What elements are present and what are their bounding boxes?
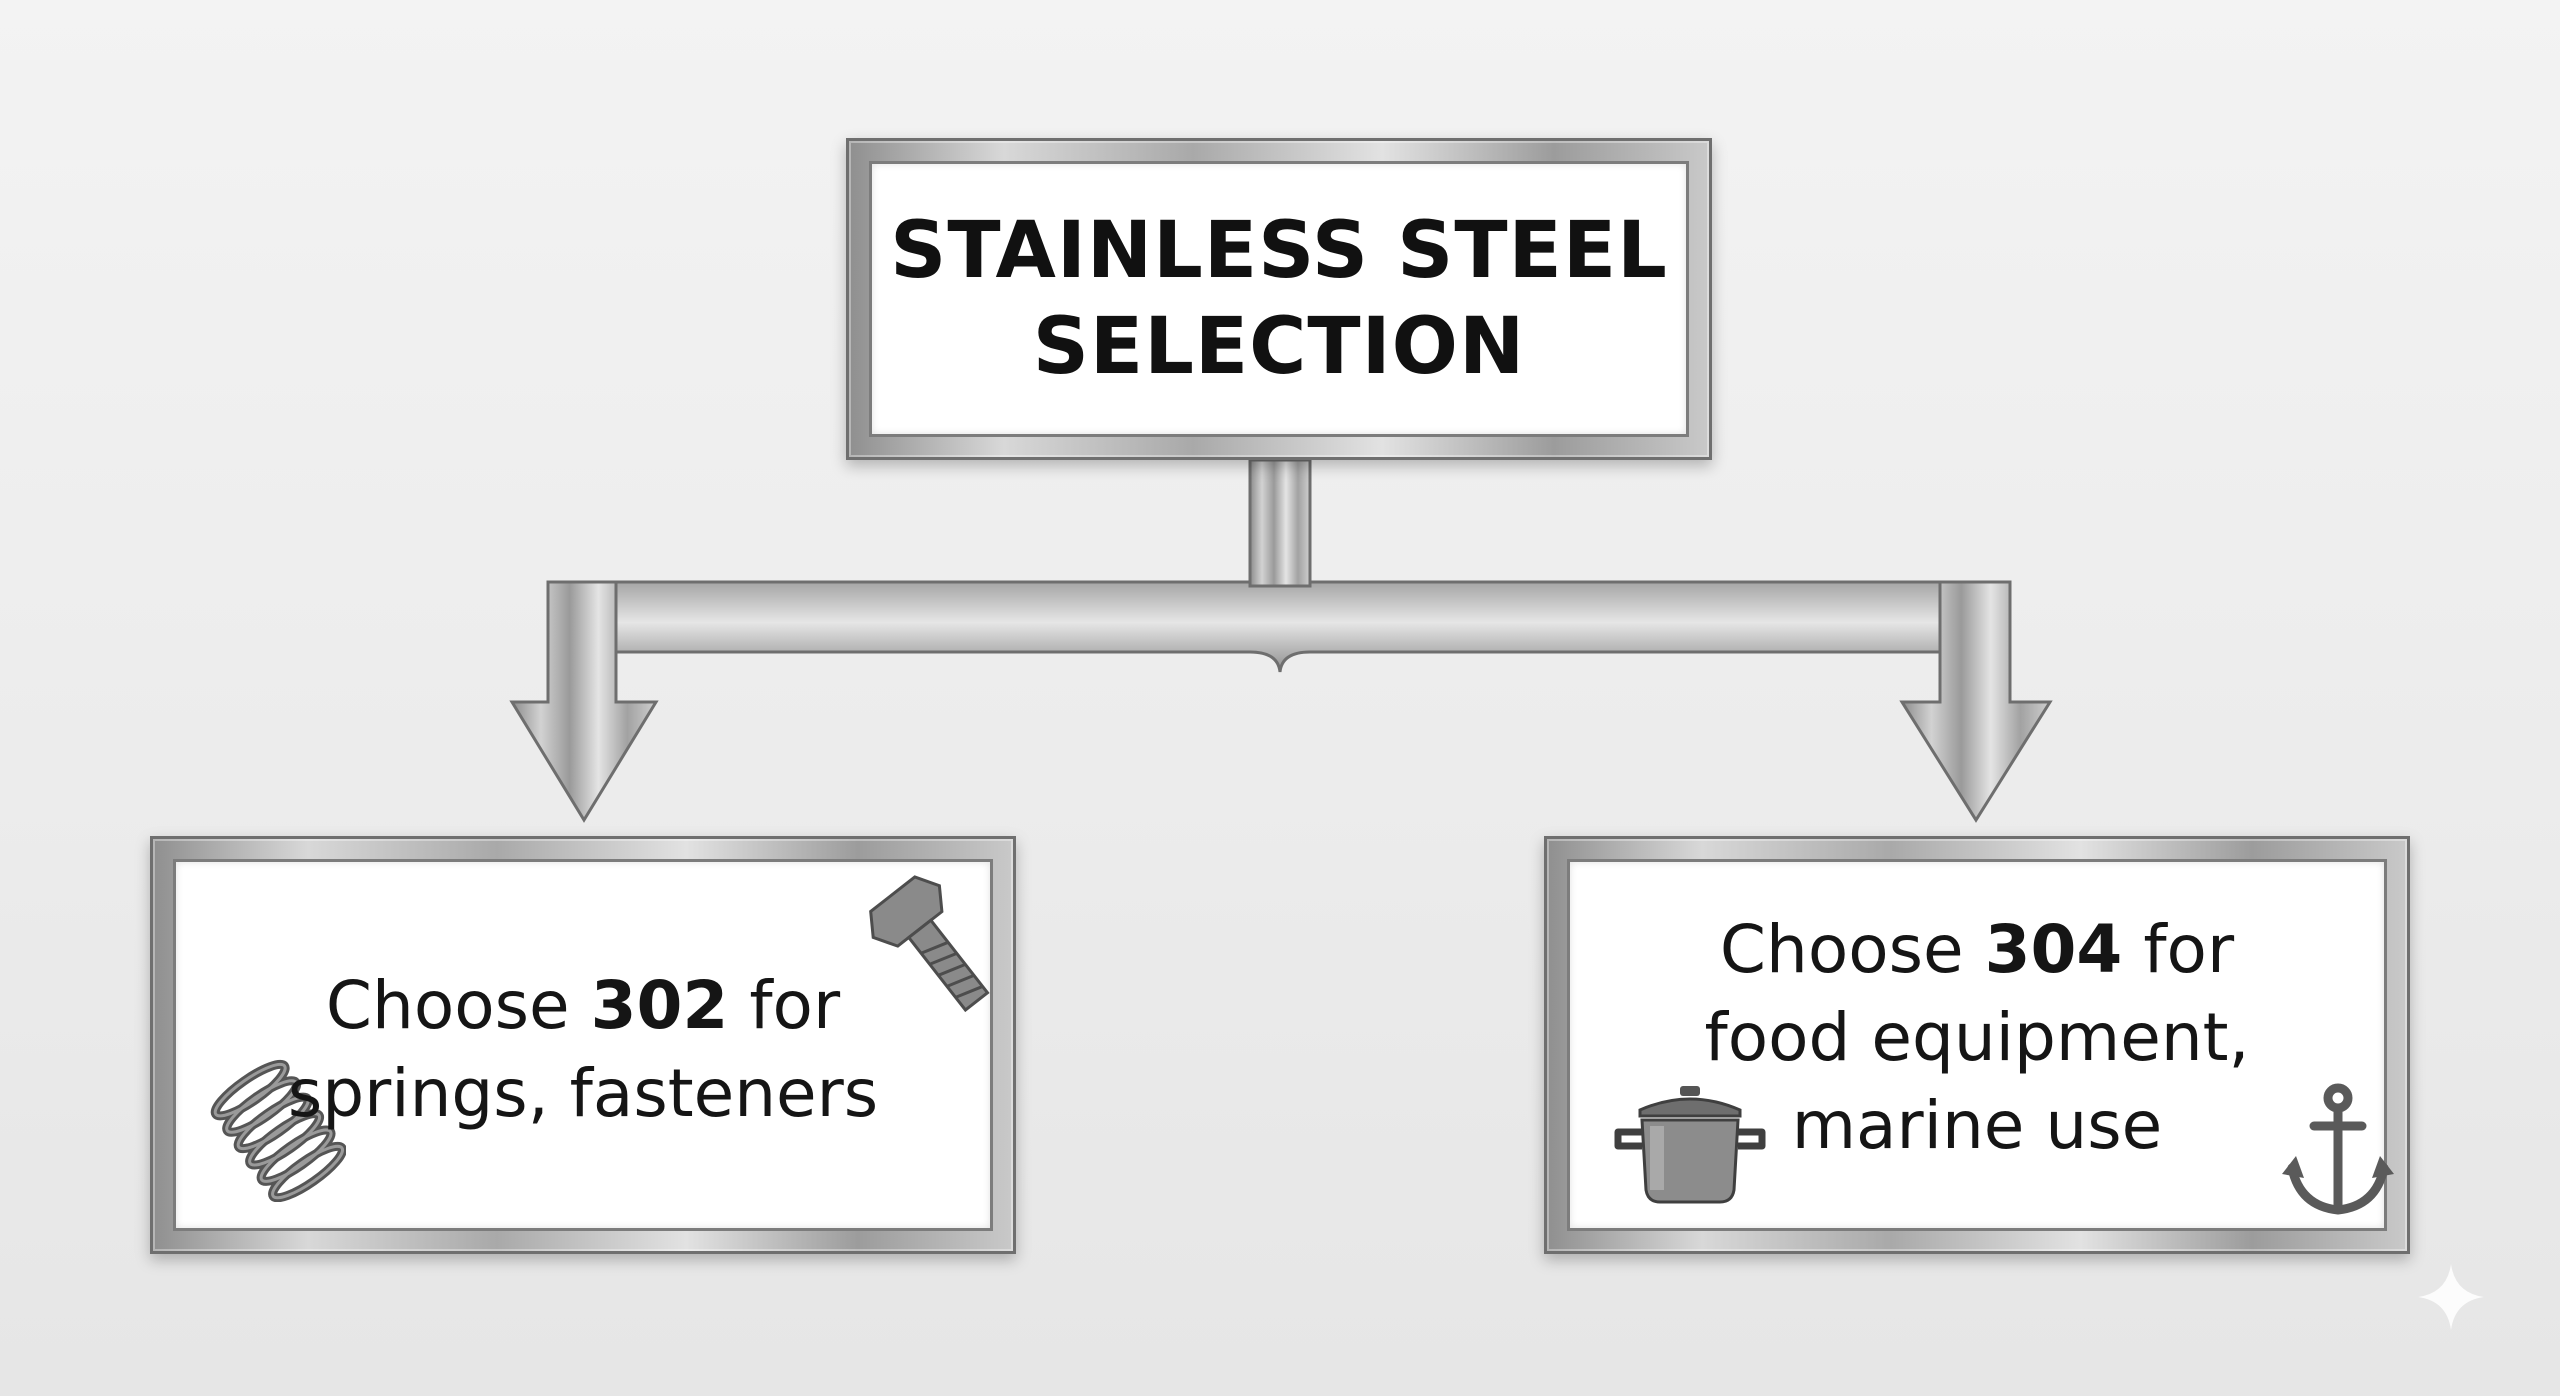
grade-302: 302 [590, 967, 729, 1044]
option-302-line-1: Choose 302 for [288, 962, 878, 1050]
option-302-panel: Choose 302 for springs, fasteners [173, 859, 993, 1231]
branch-bar [546, 580, 2012, 673]
sparkle-icon [2418, 1264, 2484, 1330]
option-304-suffix: for [2122, 911, 2235, 988]
title-line-2: SELECTION [1032, 302, 1526, 392]
option-302-prefix: Choose [325, 967, 591, 1044]
option-304-line-3: marine use [1791, 1087, 2163, 1164]
option-302-suffix: for [728, 967, 841, 1044]
anchor-icon [2282, 1083, 2394, 1215]
left-arrow [509, 580, 659, 823]
option-304-panel: Choose 304 for food equipment, marine us… [1567, 859, 2394, 1231]
option-304-text: Choose 304 for food equipment, marine us… [1704, 906, 2249, 1170]
diagram-title: STAINLESS STEEL SELECTION [890, 203, 1668, 395]
option-304-box: Choose 304 for food equipment, marine us… [1544, 836, 2410, 1254]
right-arrow [1899, 580, 2053, 823]
pot-icon [1614, 1086, 1766, 1204]
option-304-prefix: Choose [1719, 911, 1985, 988]
title-panel: STAINLESS STEEL SELECTION [869, 161, 1689, 437]
title-box: STAINLESS STEEL SELECTION [846, 138, 1712, 460]
bolt-icon [869, 875, 990, 1013]
spring-icon [210, 1059, 346, 1202]
option-302-text: Choose 302 for springs, fasteners [288, 962, 878, 1138]
title-line-1: STAINLESS STEEL [890, 206, 1668, 296]
grade-304: 304 [1984, 911, 2123, 988]
option-304-line-1: Choose 304 for [1704, 906, 2249, 994]
option-304-line-2: food equipment, [1704, 999, 2250, 1076]
option-302-box: Choose 302 for springs, fasteners [150, 836, 1016, 1254]
stem-bar [1248, 458, 1312, 588]
option-302-line-2: springs, fasteners [287, 1055, 879, 1132]
